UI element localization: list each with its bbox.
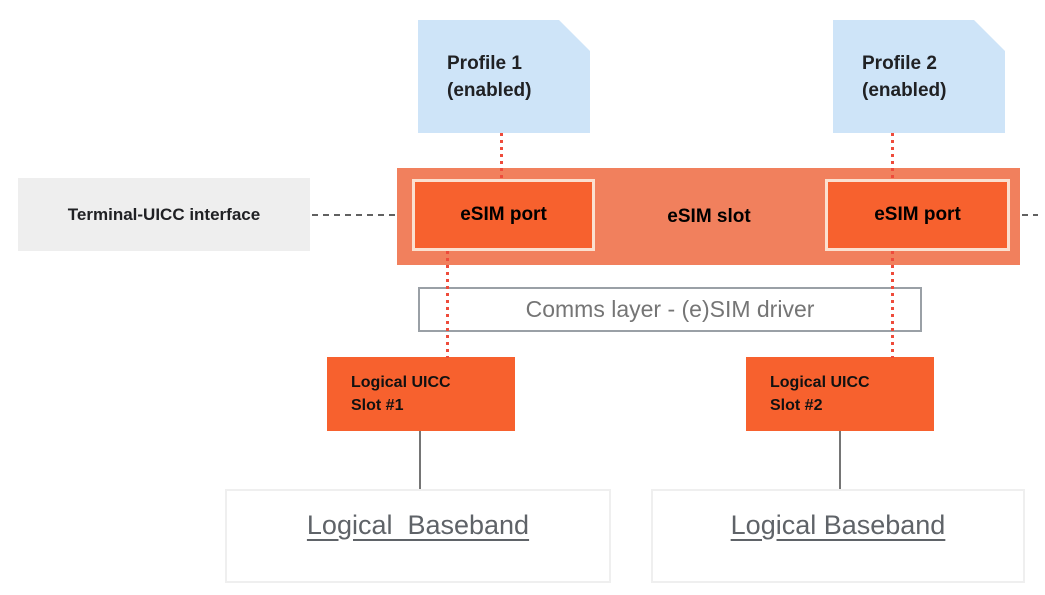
logical-baseband-1-text: Logical Baseband xyxy=(306,509,530,540)
dashed-line-slot-right-edge xyxy=(1022,214,1038,216)
logical-uicc-slot-1-line1: Logical UICC xyxy=(351,374,451,391)
esim-port-2: eSIM port xyxy=(825,179,1010,251)
logical-uicc-slot-2-line1: Logical UICC xyxy=(770,374,870,391)
profile-1-card: Profile 1 (enabled) xyxy=(418,20,590,133)
profile-1-state: (enabled) xyxy=(447,79,532,101)
dotted-connector-port1-uiccslot1 xyxy=(446,251,449,358)
dashed-line-terminal-to-slot xyxy=(312,214,398,216)
esim-port-2-text: eSIM port xyxy=(874,204,961,225)
terminal-uicc-interface-label: Terminal-UICC interface xyxy=(18,178,310,251)
esim-slot-label: eSIM slot xyxy=(595,168,823,265)
line-connector-uiccslot1-baseband1 xyxy=(419,431,421,489)
profile-2-card: Profile 2 (enabled) xyxy=(833,20,1005,133)
logical-uicc-slot-1: Logical UICC Slot #1 xyxy=(327,357,515,431)
esim-port-1: eSIM port xyxy=(412,179,595,251)
profile-1-name: Profile 1 xyxy=(447,52,522,74)
logical-baseband-2-box: Logical Baseband xyxy=(651,489,1025,583)
line-connector-uiccslot2-baseband2 xyxy=(839,431,841,489)
dotted-connector-port2-uiccslot2 xyxy=(891,251,894,358)
esim-slot-text: eSIM slot xyxy=(667,205,751,227)
logical-baseband-2-text: Logical Baseband xyxy=(730,509,946,540)
logical-uicc-slot-2: Logical UICC Slot #2 xyxy=(746,357,934,431)
logical-baseband-1-box: Logical Baseband xyxy=(225,489,611,583)
terminal-uicc-interface-text: Terminal-UICC interface xyxy=(67,204,261,224)
comms-layer-text: Comms layer - (e)SIM driver xyxy=(525,296,815,322)
comms-layer-box: Comms layer - (e)SIM driver xyxy=(418,287,922,332)
esim-port-1-text: eSIM port xyxy=(460,204,547,225)
logical-uicc-slot-1-line2: Slot #1 xyxy=(351,397,404,414)
dotted-connector-profile2-port2 xyxy=(891,133,894,179)
profile-2-name: Profile 2 xyxy=(862,52,937,74)
logical-uicc-slot-2-line2: Slot #2 xyxy=(770,397,823,414)
dotted-connector-profile1-port1 xyxy=(500,133,503,179)
profile-2-state: (enabled) xyxy=(862,79,947,101)
